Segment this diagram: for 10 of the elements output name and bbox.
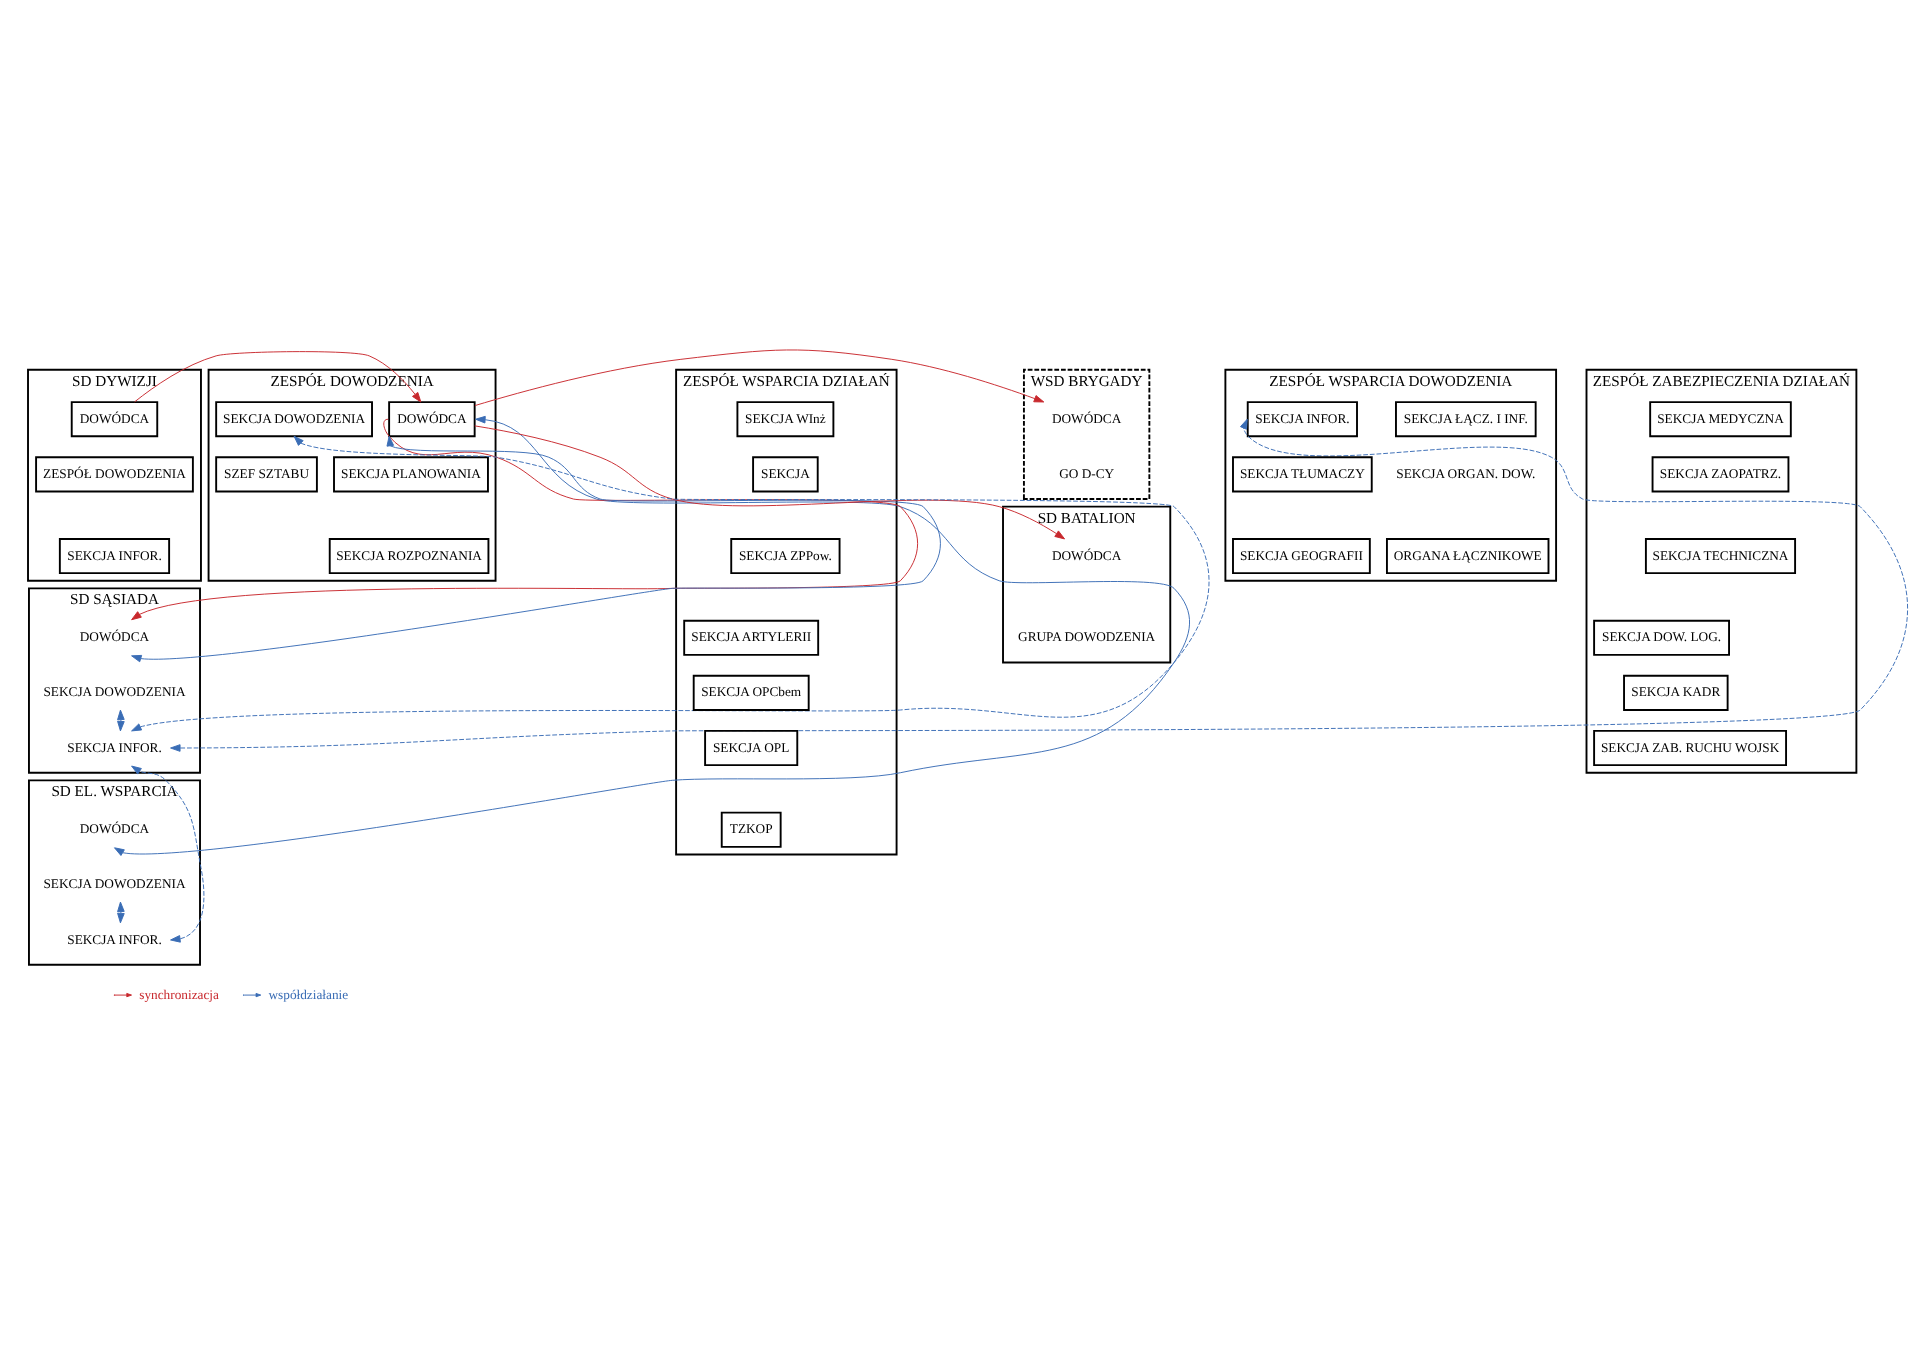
arrow [131, 435, 1210, 732]
arrow [474, 425, 1066, 540]
arrow [114, 415, 1190, 856]
arrow [117, 901, 125, 924]
arrow [117, 709, 125, 732]
arrow [131, 765, 205, 943]
arrow [131, 435, 941, 663]
arrow [170, 418, 1909, 752]
arrow [134, 351, 422, 403]
arrow [474, 349, 1045, 407]
